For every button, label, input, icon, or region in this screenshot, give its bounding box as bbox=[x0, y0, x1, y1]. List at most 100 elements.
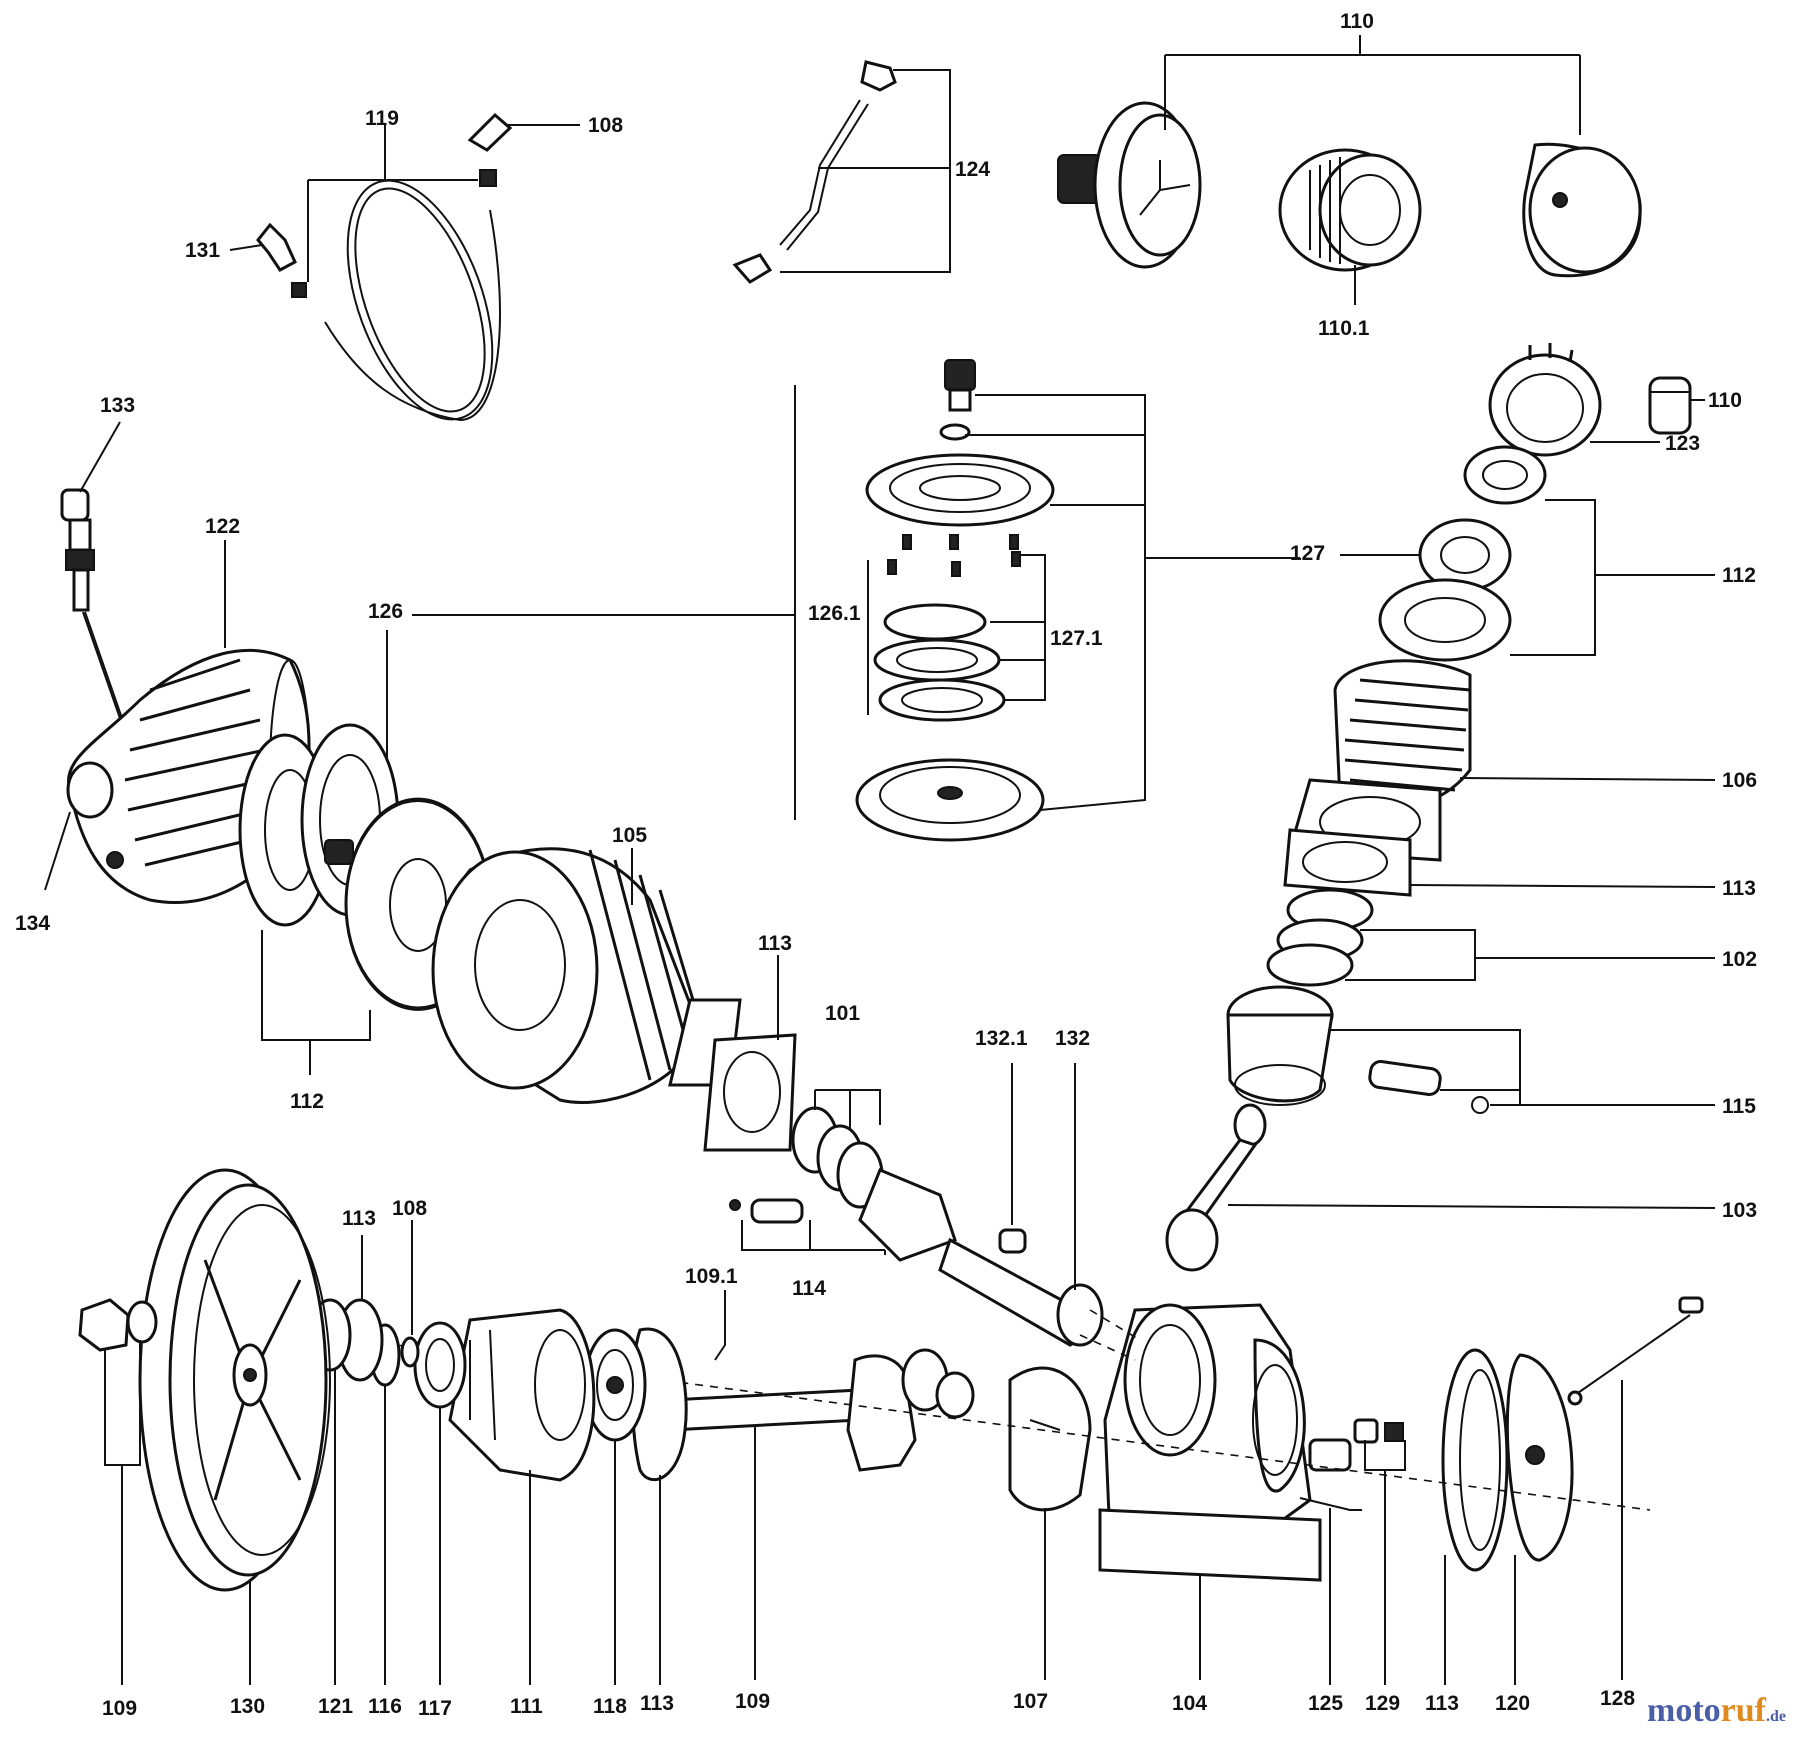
label-126: 126 bbox=[368, 600, 403, 623]
label-108-low: 108 bbox=[392, 1197, 427, 1220]
leader-102 bbox=[1345, 929, 1715, 981]
label-bottom-117: 117 bbox=[418, 1697, 452, 1720]
crank-counterweight-part bbox=[1008, 1366, 1092, 1512]
label-108-top: 108 bbox=[588, 114, 623, 137]
label-110-top: 110 bbox=[1340, 10, 1374, 33]
left-piston-part bbox=[729, 1106, 1104, 1347]
label-bottom-118: 118 bbox=[593, 1695, 627, 1718]
right-connecting-rod-part bbox=[1165, 1103, 1267, 1272]
valve-plate-stack-part bbox=[855, 359, 1055, 842]
left-cylinder-part bbox=[431, 847, 742, 1104]
flywheel-pulley-part bbox=[138, 1168, 331, 1592]
leader-127-1 bbox=[990, 554, 1046, 701]
label-113-mid: 113 bbox=[758, 932, 792, 955]
label-101: 101 bbox=[825, 1002, 860, 1025]
leader-109-1 bbox=[714, 1290, 726, 1361]
right-valve-plate-part bbox=[1378, 445, 1547, 662]
leader-134 bbox=[44, 811, 71, 891]
leader-114 bbox=[741, 1220, 886, 1255]
label-115: 115 bbox=[1722, 1095, 1756, 1118]
label-124: 124 bbox=[955, 158, 990, 181]
crankshaft-part bbox=[659, 1348, 975, 1472]
label-bottom-120: 120 bbox=[1495, 1692, 1530, 1715]
motoruf-watermark: motoruf.de bbox=[1647, 1692, 1786, 1730]
mid-gasket-part bbox=[703, 1033, 797, 1152]
oil-plug-part bbox=[1299, 1418, 1404, 1511]
label-131: 131 bbox=[185, 239, 220, 262]
label-105: 105 bbox=[612, 824, 647, 847]
right-gasket-part bbox=[1283, 828, 1412, 897]
label-103: 103 bbox=[1722, 1199, 1757, 1222]
label-bottom-129: 129 bbox=[1365, 1692, 1400, 1715]
label-106: 106 bbox=[1722, 769, 1757, 792]
right-cylinder-part bbox=[1288, 659, 1472, 862]
label-bottom-116: 116 bbox=[368, 1695, 402, 1718]
label-102: 102 bbox=[1722, 948, 1757, 971]
label-122: 122 bbox=[205, 515, 240, 538]
label-bottom-109: 109 bbox=[735, 1690, 770, 1713]
label-110-right: 110 bbox=[1708, 389, 1742, 412]
leader-110-top bbox=[1164, 35, 1581, 135]
label-bottom-130: 130 bbox=[230, 1695, 265, 1718]
label-bottom-104: 104 bbox=[1172, 1692, 1207, 1715]
air-filter-cover-part bbox=[1522, 142, 1642, 278]
label-113-right: 113 bbox=[1722, 877, 1756, 900]
leader-112-right bbox=[1510, 499, 1715, 656]
watermark-part-3: .de bbox=[1766, 1708, 1786, 1725]
label-110-1: 110.1 bbox=[1318, 317, 1370, 340]
leader-106 bbox=[1459, 777, 1716, 781]
label-bottom-128: 128 bbox=[1600, 1687, 1635, 1710]
leader-126 bbox=[386, 614, 795, 775]
label-112-right: 112 bbox=[1722, 564, 1756, 587]
leader-112-left bbox=[261, 930, 371, 1075]
leader-115 bbox=[1330, 1029, 1715, 1106]
right-cover-part bbox=[1441, 1296, 1704, 1572]
vent-pipe-part bbox=[732, 60, 897, 284]
hose-assembly-part bbox=[256, 112, 513, 422]
watermark-part-2: ruf bbox=[1720, 1692, 1766, 1729]
label-132: 132 bbox=[1055, 1027, 1090, 1050]
leader-131 bbox=[229, 179, 478, 282]
small-filter-part bbox=[1488, 343, 1692, 457]
label-114: 114 bbox=[792, 1277, 826, 1300]
label-bottom-109-left: 109 bbox=[102, 1697, 137, 1720]
label-134: 134 bbox=[15, 912, 50, 935]
label-bottom-113-a: 113 bbox=[640, 1692, 674, 1715]
label-bottom-111: 111 bbox=[510, 1695, 543, 1718]
bearing-housing-part bbox=[448, 1308, 596, 1482]
label-112-left: 112 bbox=[290, 1090, 324, 1113]
label-bottom-107: 107 bbox=[1013, 1690, 1048, 1713]
bearing-part bbox=[583, 1328, 647, 1442]
label-109-1: 109.1 bbox=[685, 1265, 738, 1288]
watermark-part-1: moto bbox=[1647, 1692, 1721, 1729]
label-119: 119 bbox=[365, 107, 399, 130]
label-123: 123 bbox=[1665, 432, 1700, 455]
air-filter-housing-part bbox=[1057, 101, 1202, 269]
label-bottom-113-b: 113 bbox=[1425, 1692, 1459, 1715]
right-piston-rings-part bbox=[1266, 888, 1374, 987]
label-127-1: 127.1 bbox=[1050, 627, 1103, 650]
label-126-1: 126.1 bbox=[808, 602, 861, 625]
leader-101 bbox=[814, 1089, 881, 1130]
leader-129 bbox=[1364, 1440, 1406, 1685]
crankcase-part bbox=[1098, 1303, 1352, 1582]
leader-124 bbox=[780, 69, 951, 273]
pulley-nut-part bbox=[78, 1298, 158, 1352]
leader-133 bbox=[79, 421, 121, 493]
air-filter-element-part bbox=[1278, 148, 1422, 272]
right-piston-part bbox=[1226, 985, 1489, 1114]
label-bottom-121: 121 bbox=[318, 1695, 353, 1718]
label-113-low: 113 bbox=[342, 1207, 376, 1230]
centerline-crankcase bbox=[1079, 1309, 1141, 1361]
leader-109-left bbox=[104, 1340, 141, 1685]
leader-127-bracket bbox=[965, 394, 1300, 811]
label-bottom-125: 125 bbox=[1308, 1692, 1343, 1715]
pressure-valve-part bbox=[60, 488, 141, 771]
leader-113-right bbox=[1409, 884, 1716, 888]
shaft-seal-set-part bbox=[308, 1298, 467, 1409]
label-133: 133 bbox=[100, 394, 135, 417]
label-132-1: 132.1 bbox=[975, 1027, 1028, 1050]
label-127: 127 bbox=[1290, 542, 1325, 565]
leader-103 bbox=[1227, 1204, 1716, 1209]
